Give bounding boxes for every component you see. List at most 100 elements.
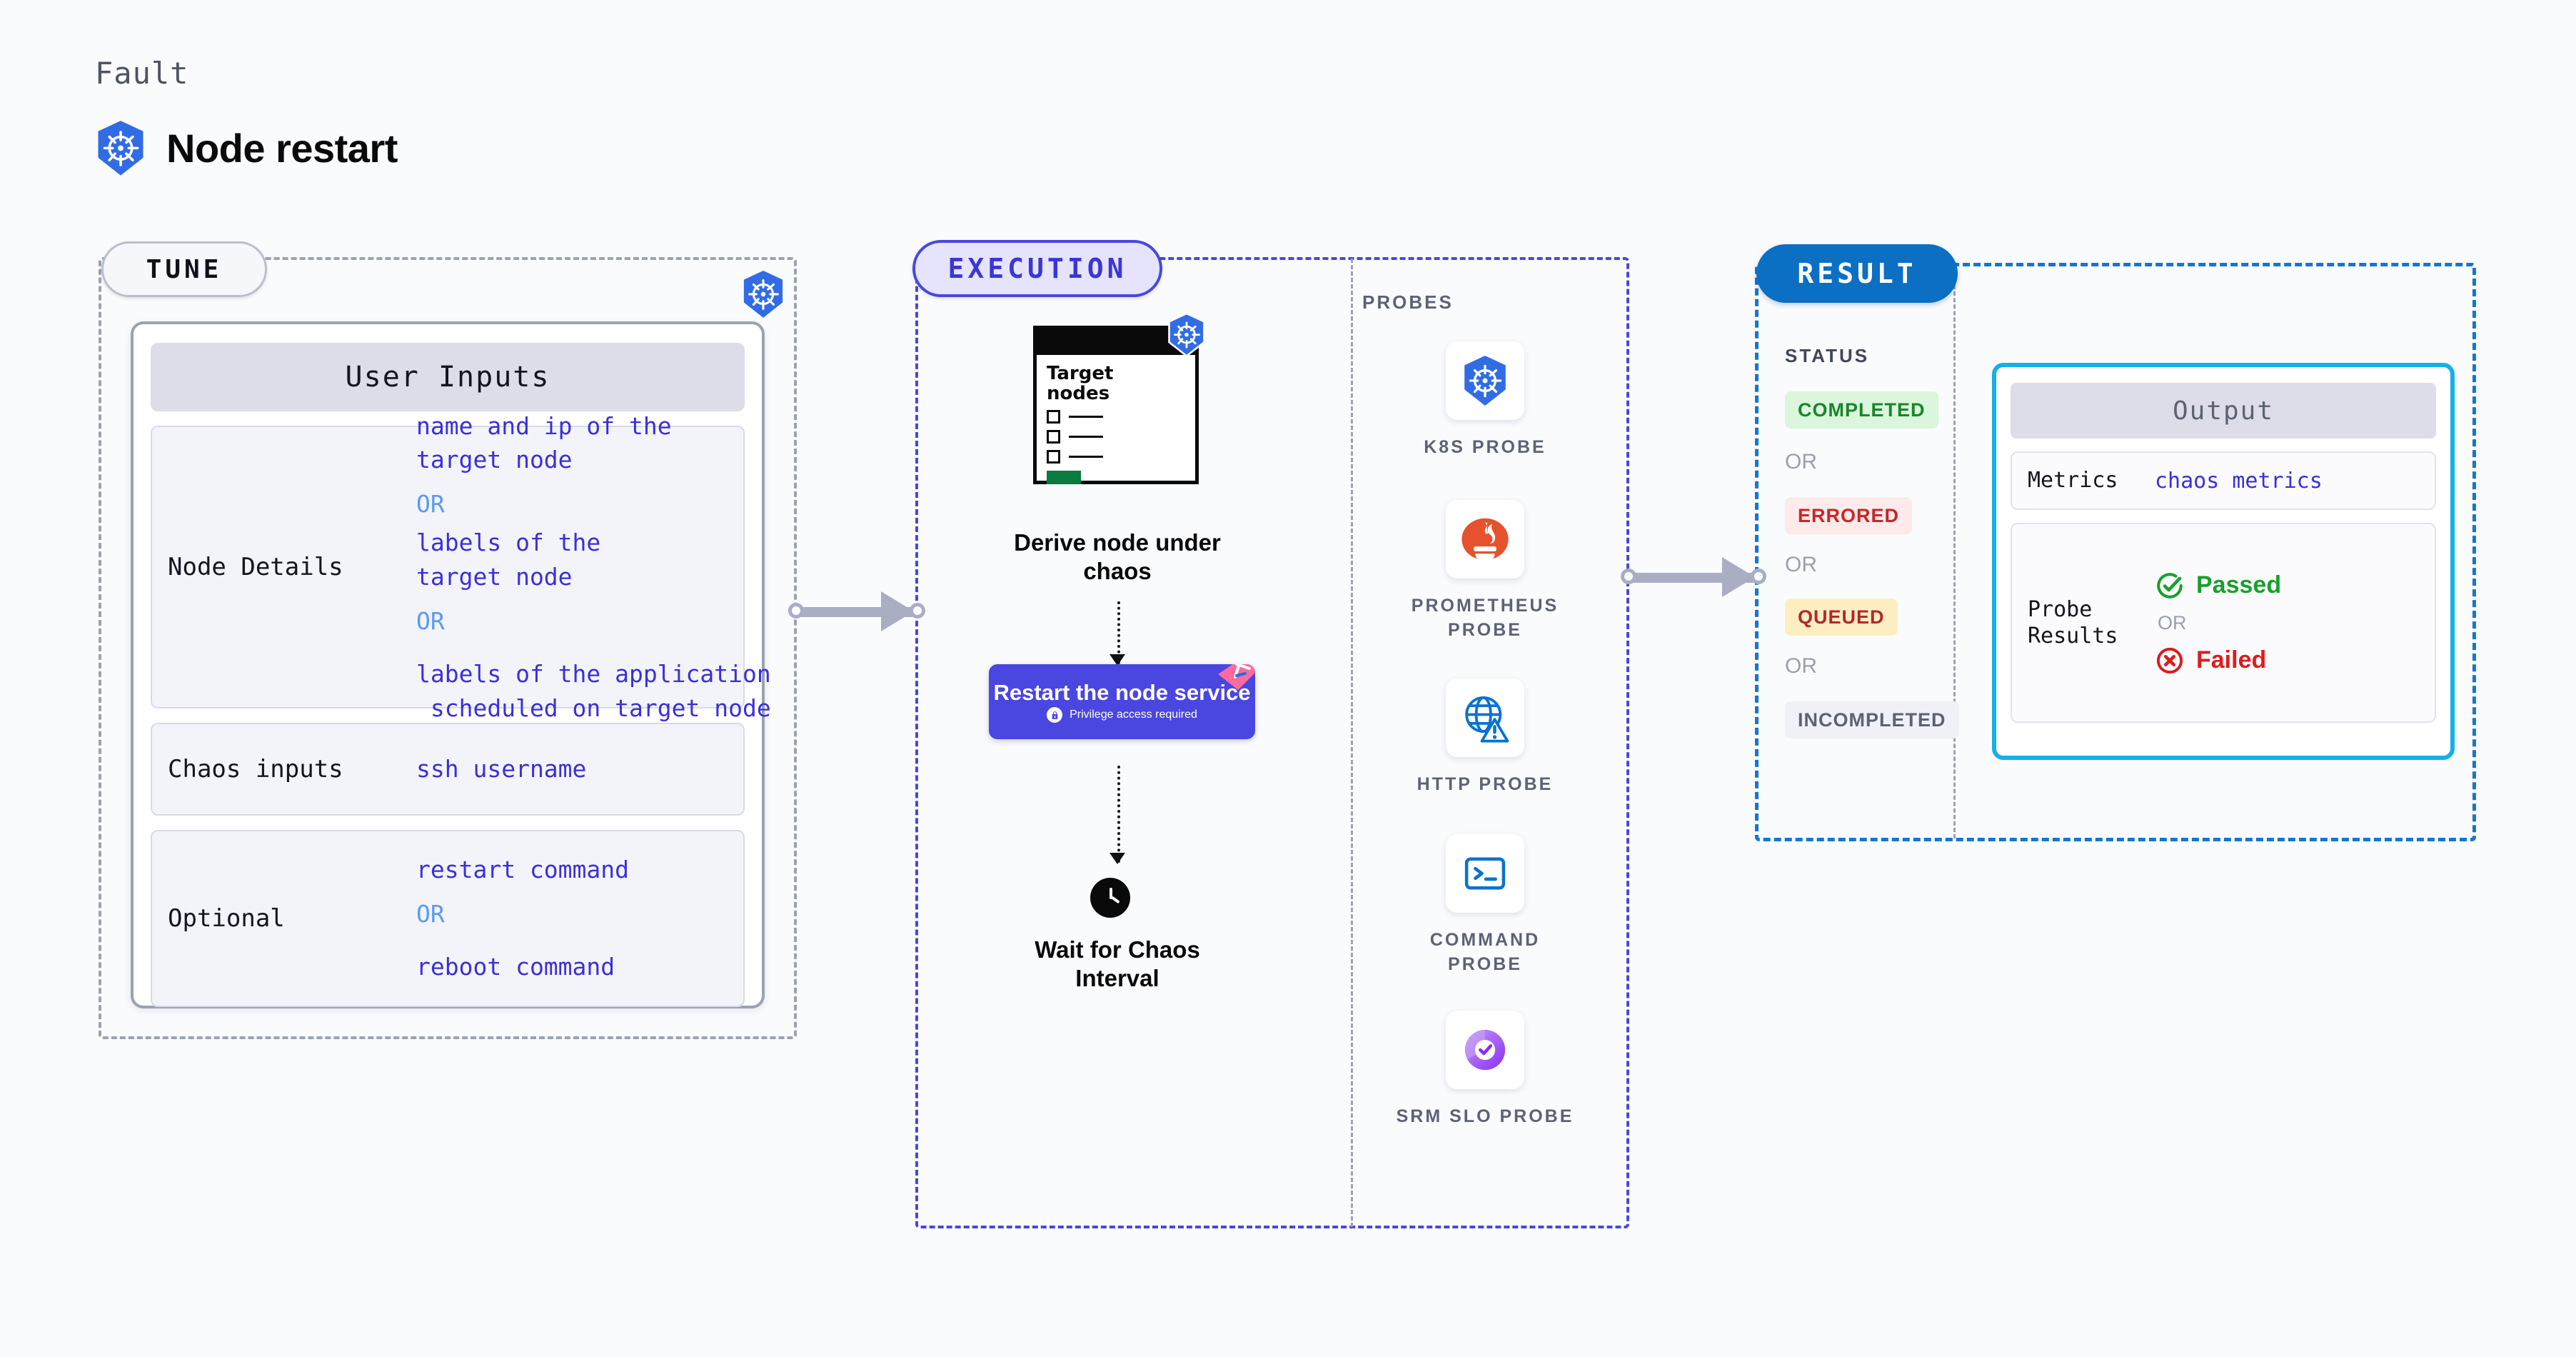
arrow-head xyxy=(1110,654,1125,666)
probe-results-key-line2: Results xyxy=(2028,624,2118,649)
value-text: reboot command xyxy=(416,952,615,981)
target-nodes-body: Target nodes xyxy=(1037,355,1195,493)
http-globe-warning-icon xyxy=(1465,696,1509,743)
restart-step-subtitle: Privilege access required xyxy=(1070,708,1197,721)
probe-item-command[interactable]: COMMAND PROBE xyxy=(1396,834,1574,977)
target-nodes-frame: Target nodes xyxy=(1033,326,1199,485)
probe-item-k8s[interactable]: K8S PROBE xyxy=(1396,341,1574,460)
probe-item-http[interactable]: HTTP PROBE xyxy=(1396,678,1574,797)
input-row-key: Node Details xyxy=(168,552,343,581)
probe-item-srm-slo[interactable]: SRM SLO PROBE xyxy=(1396,1011,1574,1129)
probe-result-failed: Failed xyxy=(2155,646,2419,676)
user-inputs-card: User Inputs Node Details name and ip of … xyxy=(131,321,771,1008)
result-stage-box xyxy=(1755,263,2476,841)
page-title: Node restart xyxy=(166,125,398,171)
connector-arrowhead xyxy=(1722,557,1755,597)
probes-divider xyxy=(1351,259,1353,1227)
output-row-probe-results: Probe Results Passed OR Fai xyxy=(2011,523,2436,723)
input-row-optional: Optional restart command OR reboot comma… xyxy=(151,830,745,1007)
status-or-separator: OR xyxy=(1785,450,1817,474)
probe-result-or-separator: OR xyxy=(2158,611,2187,634)
probe-item-prometheus[interactable]: PROMETHEUS PROBE xyxy=(1396,500,1574,643)
probes-section-title: PROBES xyxy=(1362,291,1454,313)
target-nodes-confirm-bar xyxy=(1047,471,1081,485)
tune-stage-chip[interactable]: TUNE xyxy=(101,241,267,297)
status-badge-incompleted: INCOMPLETED xyxy=(1785,701,1959,738)
probe-label: PROMETHEUS PROBE xyxy=(1411,596,1559,640)
value-text: name and ip of the xyxy=(416,411,672,440)
terminal-icon xyxy=(1464,857,1506,890)
placeholder-line xyxy=(1069,416,1103,419)
restart-step-title: Restart the node service xyxy=(993,679,1251,705)
output-row-value: chaos metrics xyxy=(2155,468,2323,494)
connector-arrowhead xyxy=(881,591,914,631)
output-row-key: Probe Results xyxy=(2028,596,2155,650)
input-row-chaos-inputs: Chaos inputs ssh username xyxy=(151,723,745,816)
input-row-key: Optional xyxy=(168,903,285,933)
or-separator: OR xyxy=(416,606,445,635)
restart-node-service-step[interactable]: Restart the node service Privilege acces… xyxy=(989,664,1255,739)
lock-icon xyxy=(1047,707,1063,723)
connector-tune-to-execution xyxy=(788,586,931,636)
clock-hand-hour xyxy=(1110,888,1112,899)
placeholder-line xyxy=(1069,436,1103,439)
probe-label: HTTP PROBE xyxy=(1417,774,1554,794)
restart-step-subtitle-row: Privilege access required xyxy=(1047,707,1197,723)
kubernetes-icon xyxy=(1459,355,1511,406)
clock-hand-minute xyxy=(1110,896,1120,904)
probe-label: K8S PROBE xyxy=(1424,437,1546,457)
target-nodes-list-item xyxy=(1047,410,1185,424)
output-row-key: Metrics xyxy=(2028,468,2118,494)
arrow-line xyxy=(1117,766,1120,863)
output-card: Output Metrics chaos metrics Probe Resul… xyxy=(1992,363,2455,760)
kubernetes-icon xyxy=(1167,312,1207,358)
probe-label: COMMAND PROBE xyxy=(1429,930,1541,974)
target-nodes-title-line2: nodes xyxy=(1047,383,1110,405)
arrow-head xyxy=(1110,853,1125,864)
probe-tile xyxy=(1446,341,1524,420)
probe-result-failed-label: Failed xyxy=(2196,646,2267,674)
execution-stage-chip[interactable]: EXECUTION xyxy=(912,240,1162,297)
value-text: labels of the application xyxy=(416,659,771,688)
input-row-values: name and ip of the target node OR labels… xyxy=(416,409,771,726)
or-separator: OR xyxy=(416,490,445,519)
execution-stage-box xyxy=(915,257,1629,1228)
derive-node-caption: Derive node under chaos xyxy=(1014,529,1221,584)
probe-tile xyxy=(1446,678,1524,757)
input-row-values: restart command OR reboot command xyxy=(416,853,728,984)
probe-result-passed: Passed xyxy=(2155,571,2419,601)
prometheus-icon xyxy=(1461,518,1509,564)
value-text: target node xyxy=(416,563,573,591)
kubernetes-icon xyxy=(95,120,146,176)
or-separator: OR xyxy=(416,900,445,928)
srm-slo-icon xyxy=(1464,1029,1506,1071)
probe-tile xyxy=(1446,1011,1524,1089)
status-divider xyxy=(1953,266,1956,838)
spacer xyxy=(416,936,728,950)
connector-start-dot xyxy=(788,603,804,619)
user-inputs-header: User Inputs xyxy=(151,343,745,411)
placeholder-line xyxy=(1069,456,1103,459)
checkbox-icon xyxy=(1047,410,1060,424)
target-nodes-list-item xyxy=(1047,430,1185,444)
value-text: scheduled on target node xyxy=(416,693,771,722)
probe-result-passed-label: Passed xyxy=(2196,571,2282,599)
x-circle-icon xyxy=(2156,647,2183,674)
value-text: target node xyxy=(416,446,573,474)
input-row-key: Chaos inputs xyxy=(168,754,343,783)
target-nodes-list-item xyxy=(1047,450,1185,464)
status-or-separator: OR xyxy=(1785,553,1817,576)
status-badge-errored: ERRORED xyxy=(1785,497,1913,534)
output-header: Output xyxy=(2011,383,2436,439)
arrow-line xyxy=(1117,601,1120,664)
result-stage-chip[interactable]: RESULT xyxy=(1756,244,1958,303)
output-row-metrics: Metrics chaos metrics xyxy=(2011,451,2436,510)
fault-title-row: Node restart xyxy=(95,120,398,176)
output-row-value: Passed OR Failed xyxy=(2155,571,2419,676)
check-circle-icon xyxy=(2157,572,2183,599)
status-section-title: STATUS xyxy=(1785,345,1870,366)
clock-icon xyxy=(1090,878,1130,918)
status-badge-queued: QUEUED xyxy=(1785,599,1898,636)
spacer xyxy=(416,643,771,657)
